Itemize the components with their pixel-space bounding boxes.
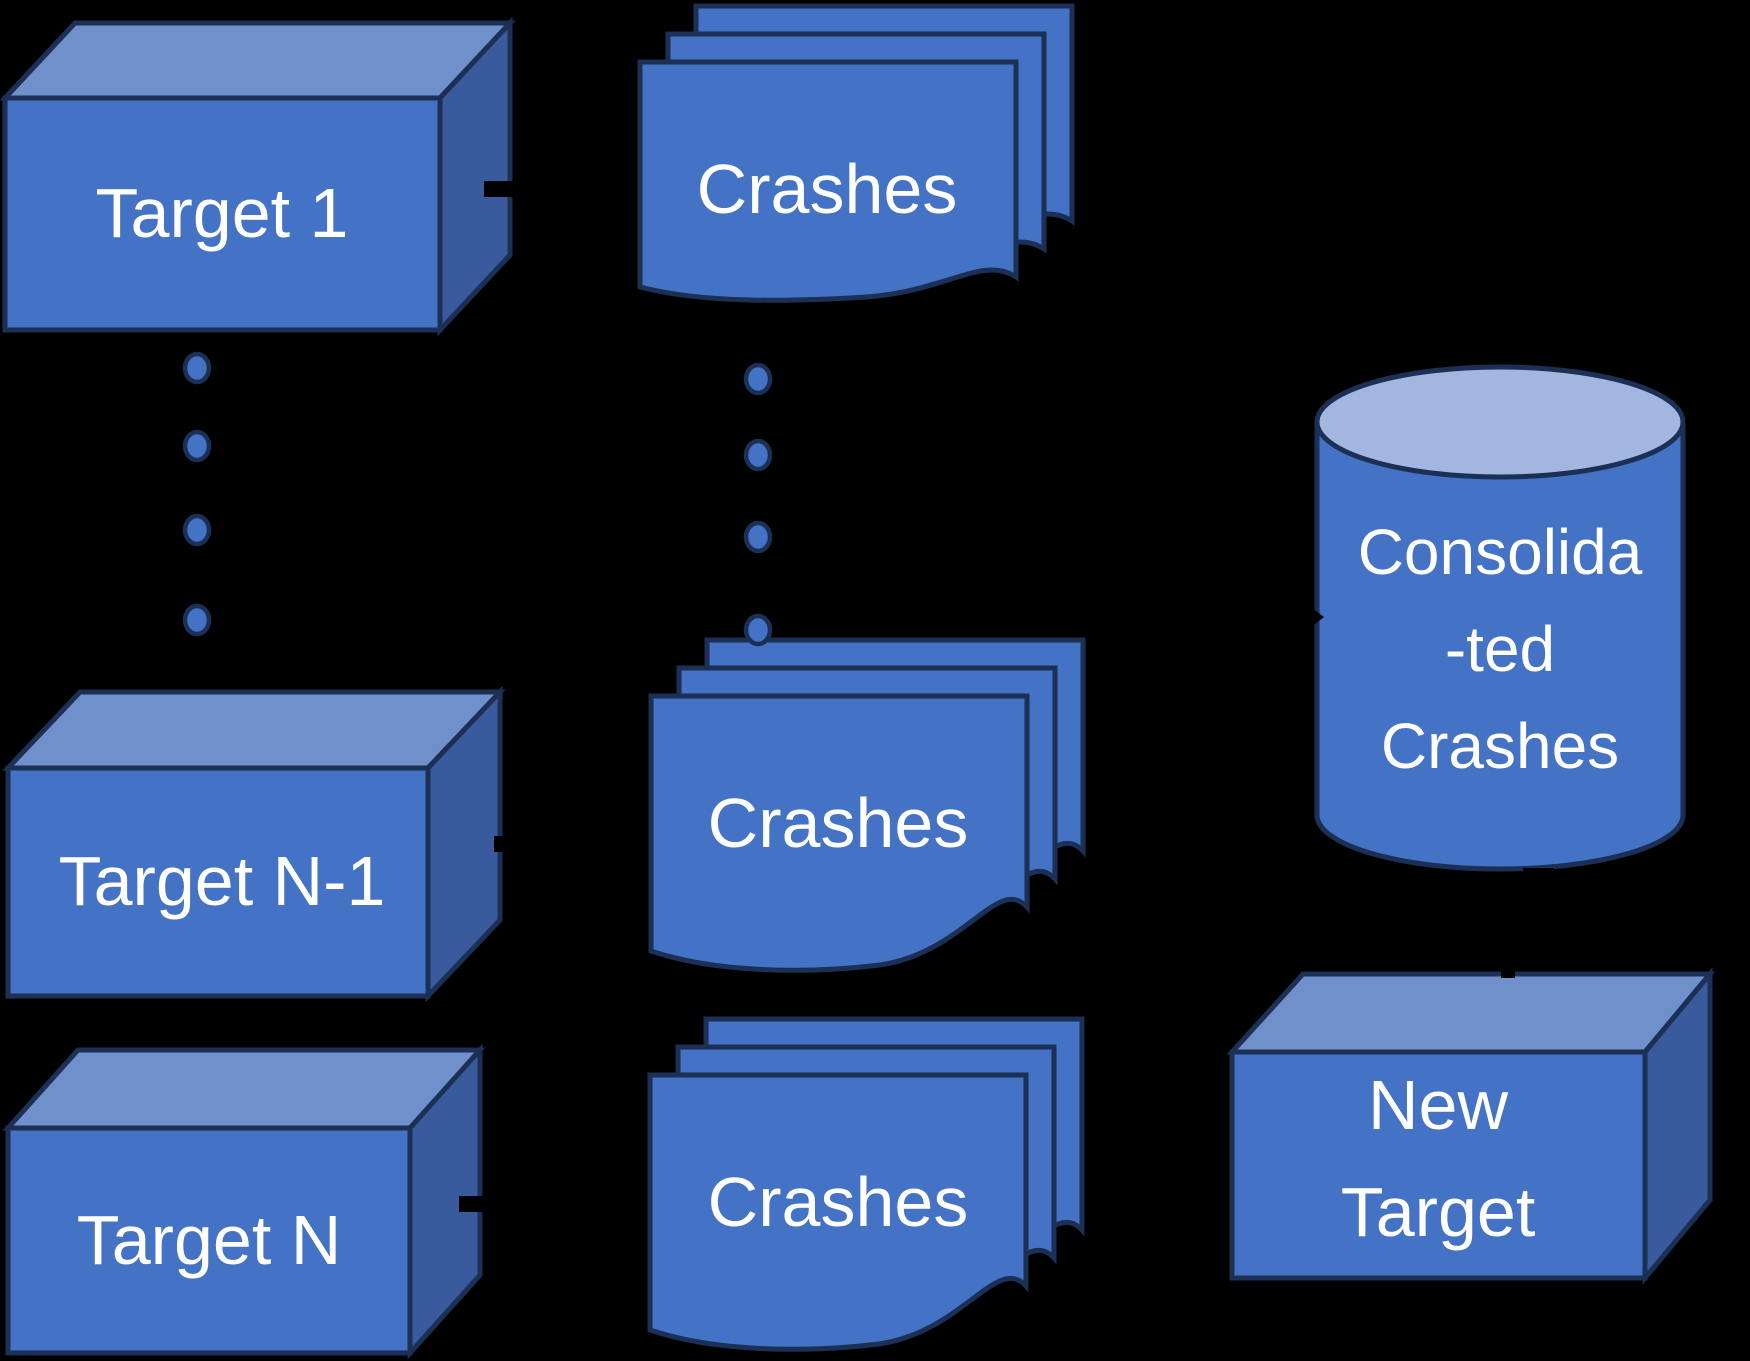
target-n-minus-1-box: [2, 685, 506, 1003]
target-n-box-top-face: [2, 1047, 486, 1131]
target-1-box: [0, 16, 516, 337]
connector-arrowhead-cylinder-notch: [1305, 603, 1324, 632]
database-cylinder-outline: [1314, 422, 1686, 872]
consolidated-crashes-label-line3: Crashes: [1381, 710, 1619, 782]
consolidated-crashes-label-line2: -ted: [1445, 613, 1555, 685]
new-target-box: [1226, 967, 1716, 1285]
target-n-label: Target N: [77, 1201, 342, 1279]
connector-arrow-target-n-minus-1-notch: [494, 836, 560, 852]
connector-arrow-target1-notch: [484, 181, 560, 197]
consolidated-crashes-label-line1: Consolida: [1358, 516, 1643, 588]
vertical-ellipsis-middle: [743, 362, 773, 647]
crashes-top-label: Crashes: [697, 150, 958, 228]
target-1-label: Target 1: [96, 174, 349, 252]
crashes-bottom-label: Crashes: [708, 1163, 969, 1241]
new-target-box-top-face: [1226, 971, 1716, 1055]
target-n-minus-1-box-top-face: [2, 689, 506, 771]
ellipsis-dot: [743, 613, 773, 647]
ellipsis-dot: [182, 429, 212, 463]
crashes-middle-label: Crashes: [708, 784, 969, 862]
target-n-minus-1-label: Target N-1: [59, 842, 386, 920]
vertical-ellipsis-left: [182, 351, 212, 637]
ellipsis-dot: [182, 351, 212, 385]
consolidated-crashes-cylinder: [1314, 364, 1686, 872]
ellipsis-dot: [182, 603, 212, 637]
ellipsis-dot: [743, 438, 773, 472]
target-n-box: [2, 1043, 486, 1360]
target-n-box-front-face: [5, 1125, 413, 1356]
ellipsis-dot: [743, 362, 773, 396]
connector-arrow-new-target-notch: [1501, 964, 1515, 978]
consolidated-crashes-label: Consolida -ted Crashes: [1358, 516, 1643, 782]
target-1-box-front-face: [2, 95, 443, 333]
new-target-label-line1: New: [1368, 1066, 1508, 1144]
new-target-box-front-face: [1229, 1049, 1648, 1281]
database-cylinder-body: [1317, 422, 1683, 869]
connector-arrow-target-n-notch: [459, 1196, 520, 1212]
ellipsis-dot: [743, 520, 773, 554]
database-cylinder-top: [1314, 364, 1686, 480]
target-1-box-top-face: [0, 20, 516, 101]
connector-arrow-cylinder-bottom-notch: [1523, 868, 1554, 881]
new-target-label: New Target: [1341, 1066, 1536, 1251]
new-target-label-line2: Target: [1341, 1173, 1536, 1251]
ellipsis-dot: [182, 513, 212, 547]
target-n-minus-1-box-front-face: [5, 765, 431, 999]
